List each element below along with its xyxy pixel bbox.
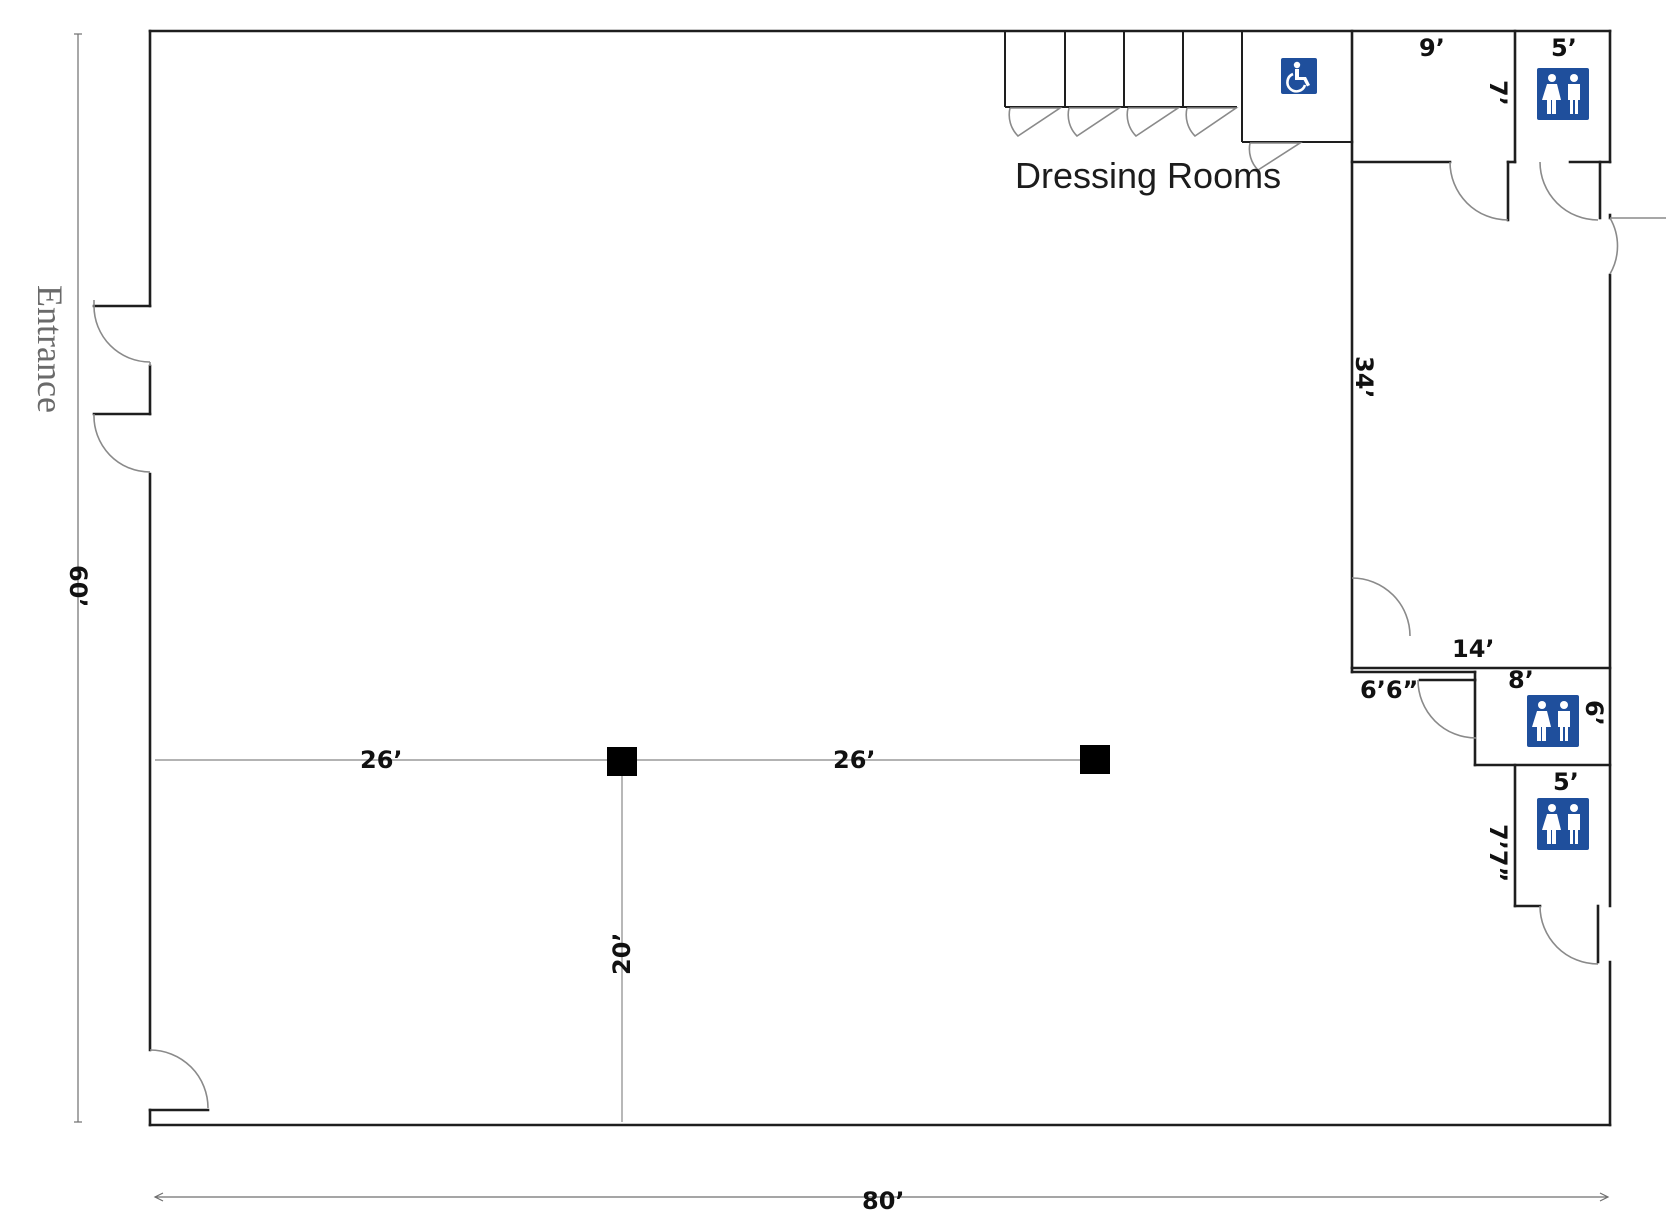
dim-upper-room-width: 9’ (1419, 34, 1445, 62)
lower-rooms (1350, 666, 1612, 965)
dressing-room-stalls (1004, 31, 1352, 172)
dim-hall-length: 34’ (1350, 356, 1378, 399)
wheelchair-icon (1281, 58, 1317, 94)
dim-bottom-restroom-depth: 7’7” (1484, 824, 1512, 882)
dim-overall-width: 80’ (862, 1187, 905, 1215)
outer-walls (92, 29, 1612, 1127)
overall-height-dimension (74, 33, 82, 1123)
dim-upper-room-depth: 7’ (1484, 80, 1512, 106)
dim-column-span-left: 26’ (360, 746, 403, 774)
entrance-label: Entrance (30, 285, 70, 413)
dim-bottom-restroom-width: 5’ (1553, 768, 1579, 796)
dim-column-to-wall: 20’ (608, 932, 636, 975)
dim-lower-restroom-depth: 6’ (1580, 700, 1608, 726)
dim-lower-restroom-width: 8’ (1508, 666, 1534, 694)
restroom-icon (1537, 68, 1589, 120)
dim-lower-corridor: 6’6” (1360, 676, 1418, 704)
column-right (1080, 745, 1110, 774)
column-left (607, 747, 637, 776)
restroom-icon-lower (1527, 695, 1579, 747)
hallway-door (1351, 577, 1411, 637)
dim-overall-height: 60’ (64, 565, 92, 608)
dim-upper-restroom-width: 5’ (1551, 34, 1577, 62)
upper-rooms (1350, 29, 1666, 670)
restroom-icon-bottom (1537, 798, 1589, 850)
entrance-doors (93, 300, 151, 473)
dim-lower-room-width: 14’ (1452, 635, 1495, 663)
dim-column-span-right: 26’ (833, 746, 876, 774)
lower-left-door (149, 1049, 209, 1109)
dressing-rooms-label: Dressing Rooms (1015, 155, 1281, 196)
overall-width-dimension (153, 1192, 1610, 1202)
